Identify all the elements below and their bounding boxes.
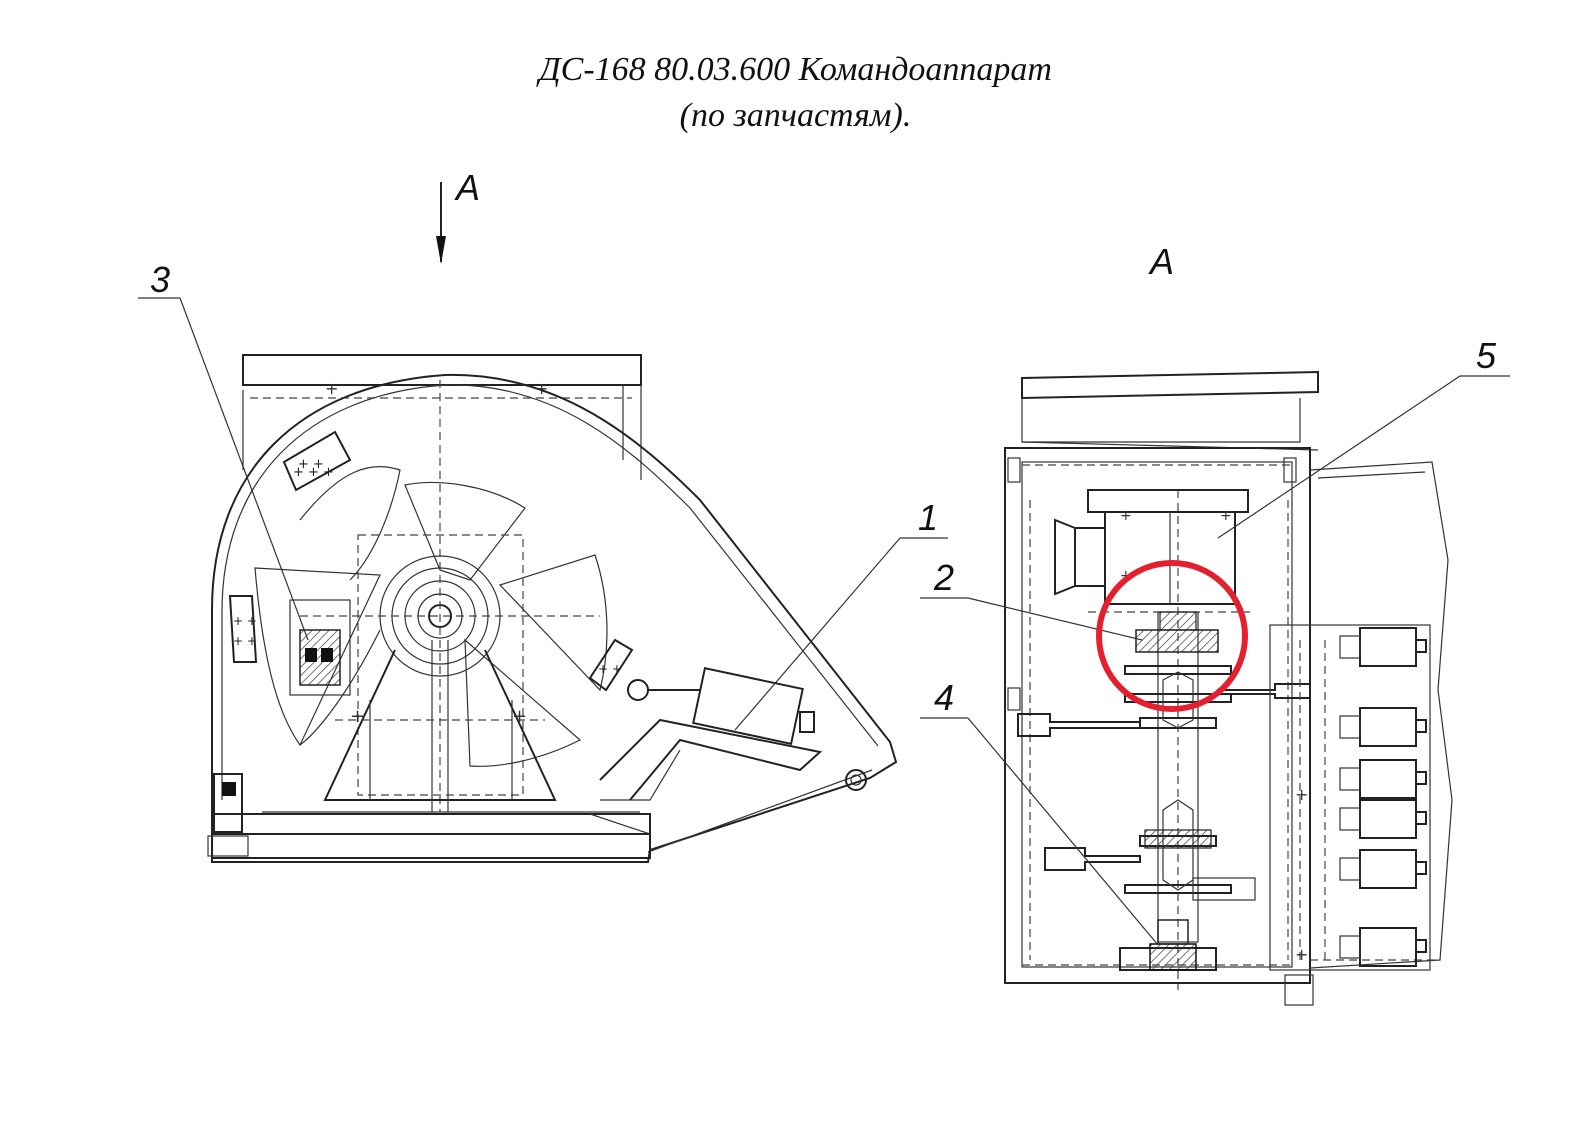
svg-text:+: + <box>535 379 548 398</box>
svg-text:+: + <box>1295 785 1308 804</box>
callout-1: 1 <box>734 497 948 731</box>
cam-segment-top: + + + + + <box>282 430 352 492</box>
micro-switch <box>1339 707 1427 747</box>
actuator-cylinder-part-1 <box>599 667 867 801</box>
side-view: A + + <box>138 167 948 863</box>
guard-housing <box>211 373 898 863</box>
corner-bracket <box>207 773 249 857</box>
callout-4: 4 <box>920 677 1159 946</box>
view-a-label: A <box>1148 241 1174 282</box>
view-arrow-a: A <box>436 167 480 264</box>
svg-text:+ +: + + <box>598 662 622 676</box>
top-cover <box>1021 370 1319 451</box>
callout-5: 5 <box>1217 335 1510 539</box>
side-extension <box>1284 461 1453 1006</box>
limit-switch-part-3 <box>289 599 351 696</box>
bottom-mount-part-4 <box>1119 919 1217 971</box>
cam-segment-right: + + <box>588 638 634 692</box>
svg-text:+ + +: + + + <box>293 465 334 480</box>
cam-segment-left: + + + + <box>228 595 258 663</box>
callout-label-2: 2 <box>933 557 954 598</box>
support-stand: + + <box>323 640 557 812</box>
callout-label-3: 3 <box>150 259 170 300</box>
lever-arms <box>1017 683 1311 901</box>
micro-switch <box>1339 927 1427 967</box>
drawing-subtitle: (по запчастям). <box>679 97 912 134</box>
callout-label-5: 5 <box>1476 335 1497 376</box>
micro-switch-stack: + + <box>1269 624 1431 971</box>
svg-text:+: + <box>1120 508 1132 524</box>
svg-text:+ +: + + <box>298 457 324 472</box>
callout-label-1: 1 <box>918 497 938 538</box>
view-arrow-label: A <box>454 167 480 208</box>
view-a: A <box>920 241 1510 1006</box>
central-shaft <box>1124 490 1232 990</box>
base-frame <box>211 811 651 859</box>
svg-text:+: + <box>512 706 527 727</box>
top-housing: + + <box>242 354 642 480</box>
svg-text:+ +: + + <box>233 634 257 648</box>
svg-text:+: + <box>325 379 338 398</box>
highlight-circle <box>1096 560 1248 712</box>
gear-motor-part-5: + + + <box>1054 489 1250 613</box>
svg-text:+ +: + + <box>233 614 257 628</box>
callout-3: 3 <box>138 259 309 641</box>
drawing-title: ДС-168 80.03.600 Командоаппарат <box>539 51 1052 88</box>
svg-text:+: + <box>350 706 365 727</box>
hub-assembly <box>300 380 600 812</box>
micro-switch <box>1339 759 1427 799</box>
svg-text:+: + <box>1295 945 1308 964</box>
svg-text:+: + <box>1220 508 1232 524</box>
callout-2: 2 <box>920 557 1143 641</box>
micro-switch <box>1339 849 1427 889</box>
cam-disk <box>254 465 608 767</box>
callout-label-4: 4 <box>934 677 954 718</box>
micro-switch <box>1339 627 1427 667</box>
micro-switch <box>1339 799 1427 839</box>
